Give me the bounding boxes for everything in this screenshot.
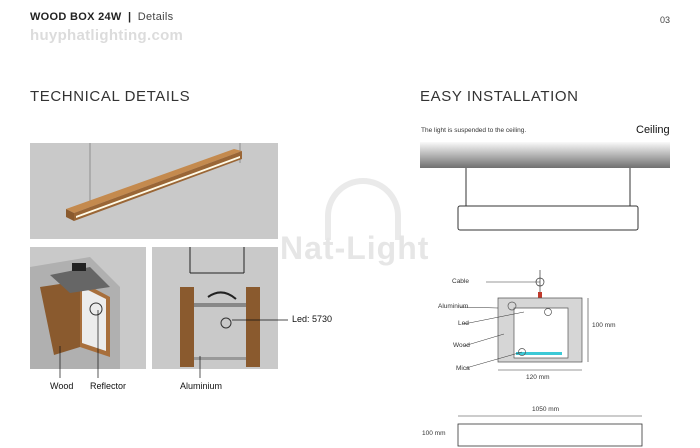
section-wood-label: Wood bbox=[453, 342, 470, 349]
side-height-dimension: 100 mm bbox=[422, 430, 446, 437]
suspension-diagram bbox=[457, 168, 639, 231]
luminaire-render-panel bbox=[30, 143, 278, 239]
page-number: 03 bbox=[659, 15, 670, 25]
section-led-label: Led bbox=[458, 320, 469, 327]
document-header: WOOD BOX 24W | Details bbox=[30, 11, 173, 23]
ceiling-surface bbox=[420, 142, 670, 168]
length-diagram bbox=[457, 415, 643, 447]
section-aluminium-label: Aluminium bbox=[438, 303, 469, 310]
section-mica-label: Mica bbox=[456, 365, 470, 372]
inner-view-panel bbox=[152, 247, 278, 369]
wood-label: Wood bbox=[50, 381, 74, 391]
aluminium-label: Aluminium bbox=[180, 381, 223, 391]
ceiling-label: Ceiling bbox=[636, 124, 670, 136]
suspended-fixture-illustration bbox=[66, 143, 242, 221]
product-name: WOOD BOX 24W bbox=[30, 11, 122, 23]
header-separator: | bbox=[127, 11, 132, 23]
technical-details-title: TECHNICAL DETAILS bbox=[30, 88, 191, 105]
easy-installation-title: EASY INSTALLATION bbox=[420, 88, 579, 105]
led-label: Led: 5730 bbox=[292, 314, 333, 324]
height-dimension: 100 mm bbox=[592, 322, 616, 329]
length-dimension: 1050 mm bbox=[532, 406, 560, 413]
reflector-label: Reflector bbox=[90, 381, 127, 391]
inner-components-illustration bbox=[180, 247, 260, 367]
width-dimension: 120 mm bbox=[526, 374, 550, 381]
watermark-logo: Nat-Light bbox=[280, 230, 430, 266]
profile-cross-section-illustration bbox=[30, 257, 120, 369]
watermark-arc bbox=[325, 178, 401, 240]
website-watermark: huyphatlighting.com bbox=[30, 27, 184, 44]
installation-note: The light is suspended to the ceiling. bbox=[421, 127, 527, 134]
section-dimension-diagram bbox=[459, 270, 589, 371]
header-section: Details bbox=[137, 11, 174, 23]
cable-label: Cable bbox=[452, 278, 469, 285]
cross-section-panel bbox=[30, 247, 146, 369]
